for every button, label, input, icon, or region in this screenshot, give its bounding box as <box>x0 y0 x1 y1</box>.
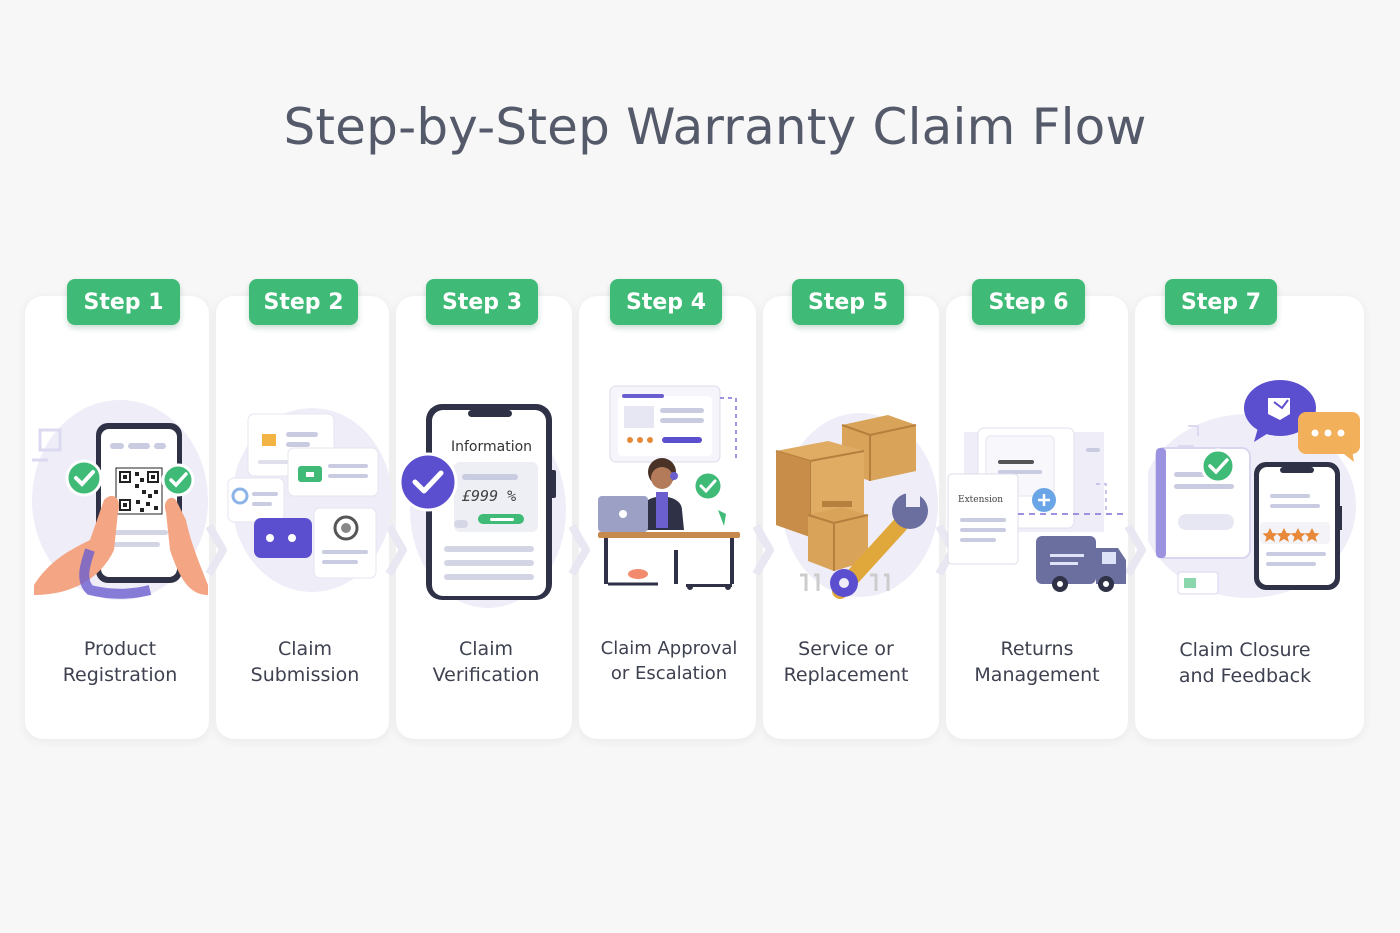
doc-title: Extension <box>958 495 1004 505</box>
step-badge-6: Step 6 <box>972 279 1085 325</box>
label-line: Claim Closure <box>1179 639 1311 661</box>
step-badge-5: Step 5 <box>792 279 904 325</box>
chevron-right-icon <box>205 523 227 577</box>
chevron-right-icon <box>1124 523 1146 577</box>
label-line: Submission <box>250 664 360 686</box>
info-heading: Information <box>451 439 533 455</box>
chevron-right-icon <box>752 523 774 577</box>
label-line: Returns <box>1000 638 1074 660</box>
label-line: Claim <box>278 638 332 660</box>
step-label-7: Claim Closure and Feedback <box>1135 637 1355 689</box>
step-badge-3: Step 3 <box>426 279 538 325</box>
step-badge-4: Step 4 <box>610 279 722 325</box>
claim-documents-icon <box>227 408 392 592</box>
step-label-5: Service or Replacement <box>763 636 929 688</box>
label-line: Verification <box>432 664 540 686</box>
feedback-phone-icon <box>1148 380 1360 598</box>
chevron-right-icon <box>568 523 590 577</box>
step-label-6: Returns Management <box>946 636 1128 688</box>
qr-phone-icon <box>32 400 208 600</box>
label-line: Product <box>83 638 157 660</box>
step-label-4: Claim Approval or Escalation <box>579 636 759 686</box>
step-label-3: Claim Verification <box>396 636 576 688</box>
chevron-right-icon <box>385 523 407 577</box>
returns-truck-icon <box>947 427 1126 592</box>
verification-phone-icon <box>398 404 566 608</box>
step-badge-2: Step 2 <box>249 279 358 325</box>
label-line: or Escalation <box>610 663 728 684</box>
label-line: and Feedback <box>1178 665 1312 687</box>
step-badge-1: Step 1 <box>67 279 180 325</box>
label-line: Replacement <box>783 664 909 686</box>
step-label-2: Claim Submission <box>216 636 394 688</box>
page-title: Step-by-Step Warranty Claim Flow <box>283 98 1147 156</box>
step-badge-7: Step 7 <box>1165 279 1277 325</box>
info-value: £999 % <box>462 487 517 505</box>
boxes-wrench-icon <box>775 413 938 599</box>
label-line: Claim Approval <box>600 638 738 659</box>
label-line: Management <box>974 664 1100 686</box>
label-line: Service or <box>798 638 894 660</box>
label-line: Claim <box>459 638 513 660</box>
label-line: Registration <box>62 664 178 686</box>
step-label-1: Product Registration <box>25 636 215 688</box>
support-agent-icon <box>598 385 740 590</box>
